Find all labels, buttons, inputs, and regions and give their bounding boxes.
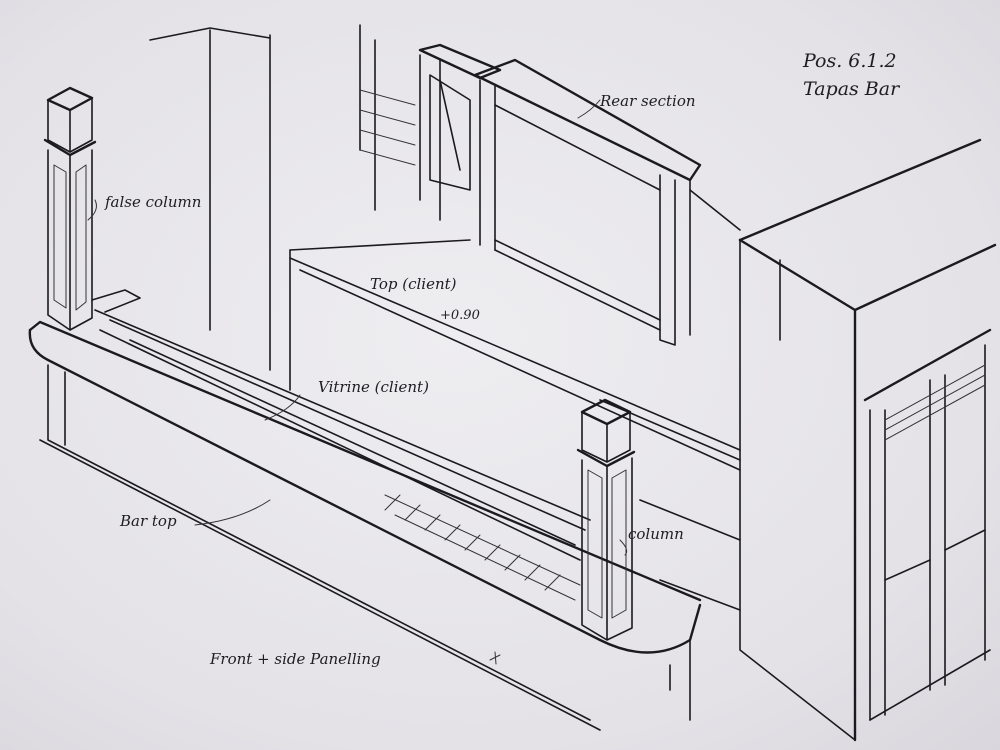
vitrine-drawing — [94, 309, 591, 601]
position-number: Pos. 6.1.2 — [803, 50, 897, 72]
project-name: Tapas Bar — [803, 78, 900, 100]
label-top-client: Top (client) — [370, 275, 457, 293]
label-rear-section: Rear section — [600, 92, 696, 110]
rear-section-drawing — [359, 43, 741, 346]
column-drawing — [576, 398, 636, 641]
bar-top-drawing — [28, 320, 702, 731]
top-client-drawing — [289, 239, 741, 611]
label-column: column — [628, 525, 684, 543]
label-bar-top: Bar top — [120, 512, 177, 530]
back-wall — [149, 24, 376, 371]
label-panelling: Front + side Panelling — [210, 650, 381, 668]
false-column-drawing — [43, 86, 141, 331]
label-height: +0.90 — [440, 308, 480, 323]
label-false-column: false column — [105, 193, 202, 211]
leader-lines — [87, 99, 628, 665]
label-vitrine: Vitrine (client) — [318, 378, 429, 396]
right-cabinet-drawing — [738, 138, 997, 742]
